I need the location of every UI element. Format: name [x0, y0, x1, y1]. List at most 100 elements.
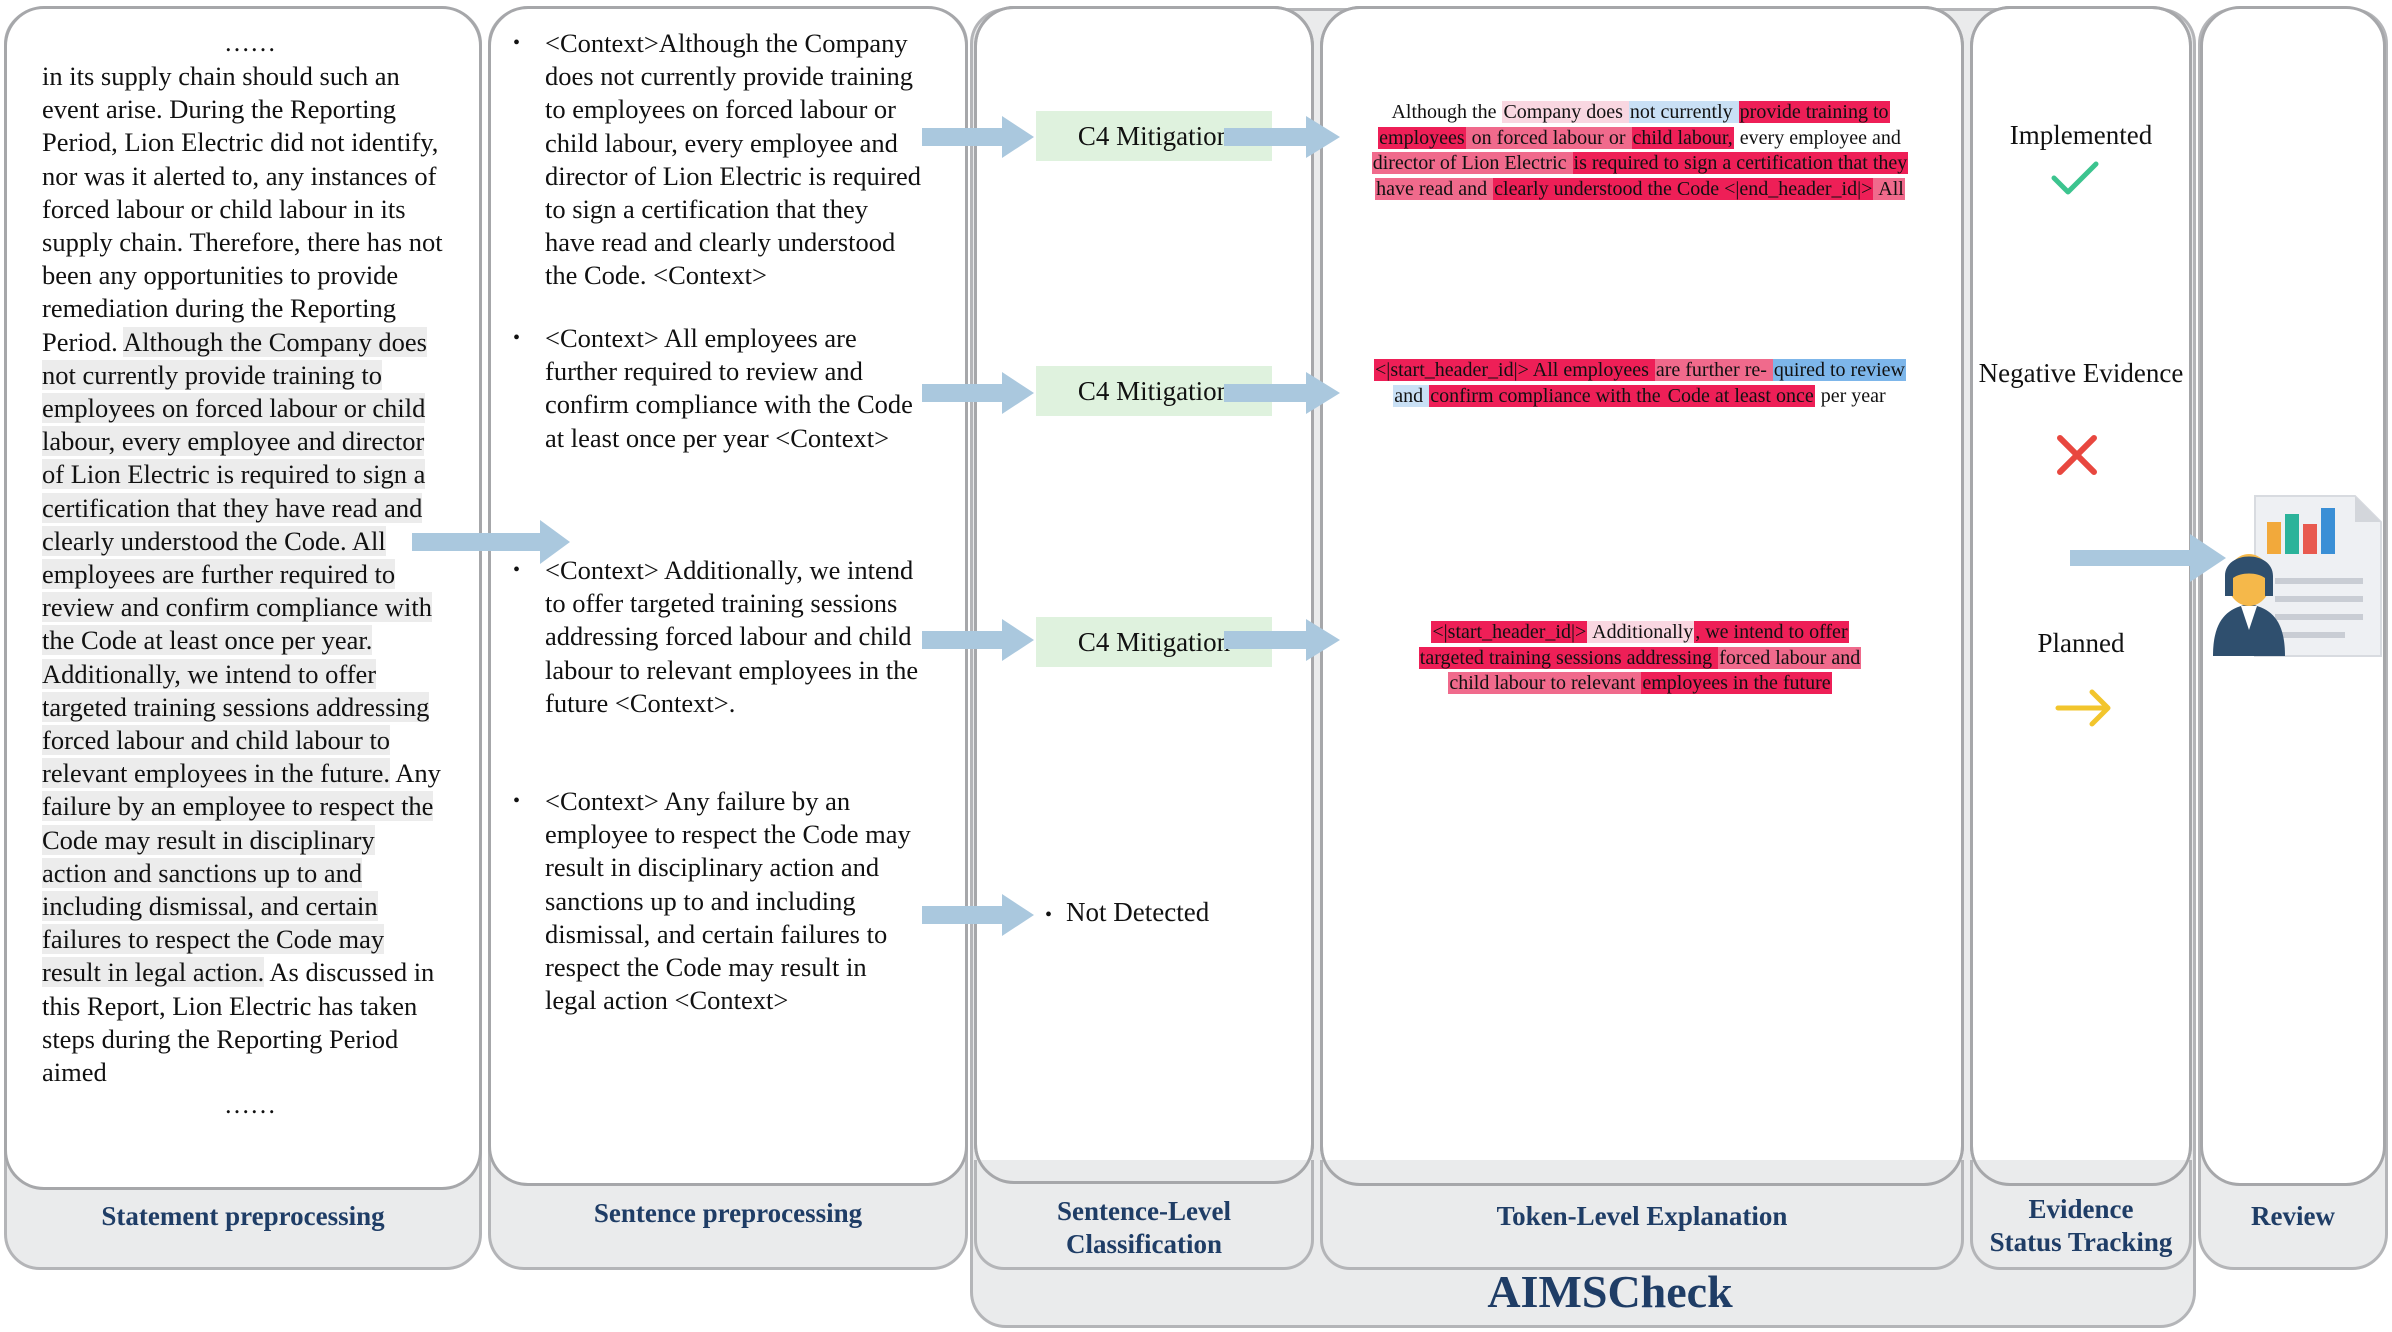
statement-ellipsis-top: ……: [224, 28, 276, 57]
sentence-bullet: •: [513, 559, 521, 581]
token-segment: <|start_header_id|> All employees: [1374, 359, 1655, 381]
token-segment: provide training to: [1738, 101, 1890, 123]
c4-mitigation-label-1: C4 Mitigation: [1036, 111, 1272, 161]
statement-line: failures to respect the Code may: [42, 923, 472, 956]
not-detected-text: Not Detected: [1066, 897, 1210, 927]
sentence-line: legal action <Context>: [545, 985, 789, 1016]
statement-line: certification that they have read and: [42, 492, 472, 525]
statement-highlighted-text: clearly understood the Code. All: [42, 525, 386, 556]
statement-line: Period. Although the Company does: [42, 326, 472, 359]
token-explanation-3: <|start_header_id|> Additionally, we int…: [1330, 620, 1950, 697]
statement-line: the Code at least once per year.: [42, 624, 472, 657]
sentence-line: confirm compliance with the Code: [545, 389, 913, 420]
token-segment: have read and: [1375, 177, 1494, 200]
token-explanation-label: Token-Level Explanation: [1496, 1201, 1788, 1231]
statement-highlighted-text: result in legal action.: [42, 957, 265, 988]
statement-line: relevant employees in the future. Any: [42, 757, 472, 790]
statement-highlighted-text: the Code at least once per year.: [42, 625, 373, 656]
statement-text: in its supply chain should such an: [42, 61, 400, 91]
statement-highlighted-text: failures to respect the Code may: [42, 924, 385, 955]
statement-line: action and sanctions up to and: [42, 857, 472, 890]
statement-text: supply chain. Therefore, there has not: [42, 227, 443, 258]
statement-line: of Lion Electric is required to sign a: [42, 458, 472, 491]
statement-text: remediation during the Reporting: [42, 293, 396, 324]
sentence-line: dismissal, and certain failures to: [545, 918, 888, 949]
statement-text: aimed: [42, 1057, 107, 1088]
statement-text: event arise. During the Reporting: [42, 94, 396, 125]
not-detected-bullet: •: [1045, 904, 1053, 926]
sentence-line: labour to relevant employees in the: [545, 654, 919, 685]
sentence-bullet: •: [513, 32, 521, 54]
sentence-bullet: •: [513, 327, 521, 349]
token-line: <|start_header_id|> Additionally, we int…: [1330, 620, 1950, 646]
statement-highlighted-text: including dismissal, and certain: [42, 891, 378, 922]
statement-line: including dismissal, and certain: [42, 890, 472, 923]
token-segment: and: [1393, 384, 1430, 407]
statement-highlighted-text: employees are further required to: [42, 559, 396, 590]
token-segment: every employee and: [1734, 126, 1901, 149]
negative-evidence-status: Negative Evidence: [1978, 358, 2184, 388]
statement-text: been any opportunities to provide: [42, 260, 399, 291]
statement-line: Code may result in disciplinary: [42, 824, 472, 857]
statement-highlighted-text: action and sanctions up to and: [42, 857, 363, 888]
token-line: <|start_header_id|> All employees are fu…: [1330, 358, 1950, 384]
sentence-line: employee to respect the Code may: [545, 819, 911, 850]
planned-status: Planned: [2037, 628, 2125, 658]
token-segment: clearly understood the Code <|end_header…: [1493, 177, 1874, 200]
check-icon: [2051, 161, 2099, 195]
not-detected-label: • Not Detected: [1045, 897, 1209, 928]
statement-line: labour, every employee and director: [42, 425, 472, 458]
token-line: child labour to relevant employees in th…: [1330, 671, 1950, 697]
sentence-line: <Context> Any failure by an: [545, 786, 851, 816]
token-segment: child labour,: [1631, 126, 1734, 149]
sentence-line: <Context> Additionally, we intend: [545, 555, 914, 585]
statement-line: event arise. During the Reporting: [42, 93, 472, 126]
statement-line: steps during the Reporting Period: [42, 1023, 472, 1056]
statement-line: forced labour and child labour to: [42, 724, 472, 757]
cross-icon: [2057, 435, 2097, 475]
token-line: and confirm compliance with the Code at …: [1330, 384, 1950, 410]
statement-highlighted-text: Although the Company does: [122, 326, 427, 357]
c4-mitigation-label-2: C4 Mitigation: [1036, 366, 1272, 416]
statement-line: failure by an employee to respect the: [42, 790, 472, 823]
statement-line: Period, Lion Electric did not identify,: [42, 126, 472, 159]
aimscheck-title: AIMSCheck: [1487, 1266, 1733, 1317]
statement-line: supply chain. Therefore, there has not: [42, 226, 472, 259]
token-segment: Although the: [1391, 101, 1502, 123]
token-card: [1320, 6, 1964, 1186]
sentence-line: to sign a certification that they: [545, 194, 869, 225]
statement-line: remediation during the Reporting: [42, 292, 472, 325]
token-line: Although the Company does not currently …: [1330, 100, 1950, 126]
right-arrow-icon: [2055, 689, 2111, 727]
sentence-line: sanctions up to and including: [545, 885, 856, 916]
statement-ellipsis-bottom: ……: [224, 1090, 276, 1119]
statement-line-suffix: As discussed in: [264, 957, 435, 988]
token-label-zone: [1320, 1160, 1964, 1270]
statement-line: Additionally, we intend to offer: [42, 658, 472, 691]
statement-highlighted-text: not currently provide training to: [42, 359, 382, 390]
statement-text: Period, Lion Electric did not identify,: [42, 127, 439, 158]
sentence-line: the Code. <Context>: [545, 260, 767, 291]
token-segment: All: [1873, 177, 1905, 200]
statement-highlighted-text: employees on forced labour or child: [42, 393, 426, 424]
token-segment: not currently: [1628, 101, 1739, 123]
sentence-line: director of Lion Electric is required: [545, 160, 921, 191]
sentence-line: respect the Code may result in: [545, 952, 867, 983]
statement-line: result in legal action. As discussed in: [42, 956, 472, 989]
evidence-card-top: [1970, 6, 2192, 1186]
statement-highlighted-text: labour, every employee and director: [42, 426, 425, 457]
sentence-line: <Context> All employees are: [545, 323, 857, 353]
token-segment: confirm compliance with the: [1429, 384, 1667, 407]
classification-label: Sentence-Level Classification: [1057, 1196, 1231, 1259]
report-reviewer-icon: [2213, 495, 2382, 657]
sentence-line: does not currently provide training: [545, 61, 913, 92]
statement-text: forced labour or child labour in its: [42, 193, 406, 224]
statement-line: targeted training sessions addressing: [42, 691, 472, 724]
statement-text: steps during the Reporting Period: [42, 1023, 399, 1054]
